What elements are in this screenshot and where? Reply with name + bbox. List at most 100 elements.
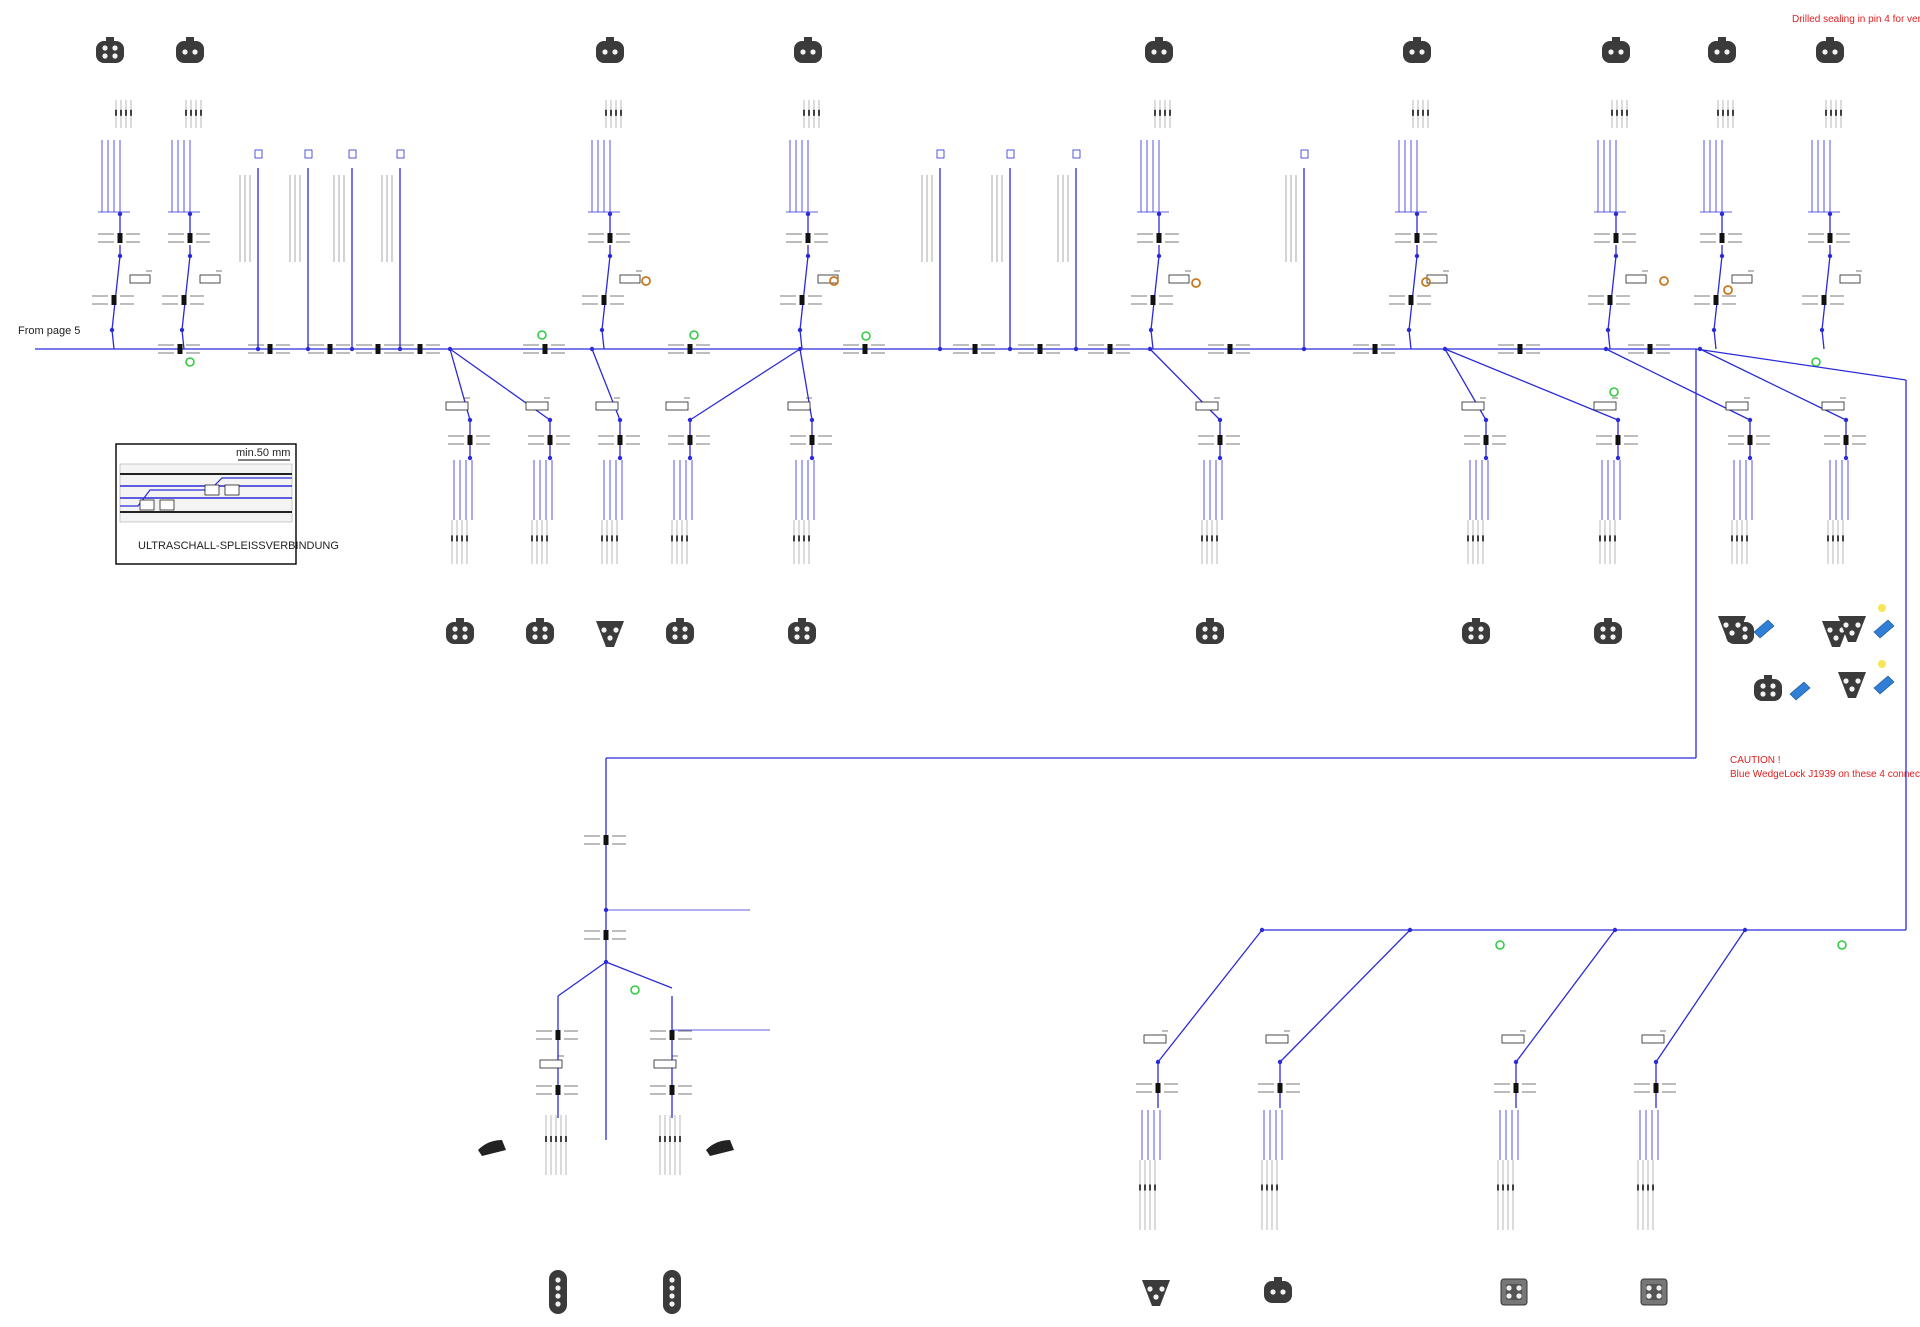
- lower-branch: [591, 348, 640, 564]
- splice-icon: [601, 295, 607, 305]
- connector-pin: [542, 634, 548, 640]
- connector-housing: [596, 41, 624, 63]
- connector-pin: [672, 626, 678, 632]
- wire-node: [805, 211, 811, 217]
- connector-pin: [1714, 49, 1720, 55]
- connector-pin: [462, 634, 468, 640]
- lower-branch: [1605, 348, 1770, 564]
- caution-title: CAUTION !: [1730, 755, 1781, 766]
- connector-pin: [1822, 49, 1828, 55]
- connector-pin: [1735, 622, 1741, 628]
- splice-icon: [1372, 344, 1378, 354]
- wire-node: [809, 455, 815, 461]
- connector-pin: [1147, 1286, 1153, 1292]
- splice-icon: [805, 233, 811, 243]
- connector-icon: [666, 618, 694, 644]
- connector-pin: [810, 49, 816, 55]
- connector-pin: [112, 45, 118, 51]
- connector-pin: [1159, 1286, 1165, 1292]
- right-bus: [605, 348, 1907, 1140]
- connector-latch: [1764, 675, 1772, 680]
- connector-icon: [526, 618, 554, 644]
- splice-icon: [375, 344, 381, 354]
- upper-branch: [582, 100, 642, 350]
- connector-icon: [446, 618, 474, 644]
- wire-node: [937, 346, 943, 352]
- label-box: [199, 274, 221, 284]
- connector-pin: [682, 626, 688, 632]
- label-box: [1426, 274, 1448, 284]
- inset-dimension: min.50 mm: [236, 447, 290, 459]
- label-box: [1461, 401, 1485, 411]
- connector-pin: [1843, 622, 1849, 628]
- ground-marker-icon: [1811, 357, 1821, 367]
- splice-icon: [1607, 295, 1613, 305]
- connector-pin: [1419, 49, 1425, 55]
- upper-branch: [1802, 100, 1862, 350]
- connector-latch: [106, 37, 114, 42]
- wire-node: [397, 346, 403, 352]
- splice-icon: [1150, 295, 1156, 305]
- label-box: [1625, 274, 1647, 284]
- cable-boot-icon: [478, 1140, 506, 1156]
- wire-node: [1156, 211, 1162, 217]
- feeder-tag: [1072, 149, 1081, 159]
- connector-pin: [1516, 1285, 1522, 1291]
- connector-pin: [112, 53, 118, 59]
- connector-pin: [794, 634, 800, 640]
- label-box: [1195, 401, 1219, 411]
- splice-icon: [1277, 1083, 1283, 1093]
- connector-icon: [96, 37, 124, 63]
- wire-segment: [1150, 255, 1160, 331]
- wedgelock-icon: [1873, 619, 1895, 639]
- connector-pin: [192, 49, 198, 55]
- connector-icon: [1718, 616, 1746, 642]
- connector-pin: [1202, 634, 1208, 640]
- ground-marker-icon: [185, 357, 195, 367]
- connector-pin: [1760, 691, 1766, 697]
- connector-pin: [1468, 634, 1474, 640]
- splice-icon: [1821, 295, 1827, 305]
- upper-branch: [92, 100, 152, 350]
- splice-icon: [799, 295, 805, 305]
- splice-icon: [1107, 344, 1113, 354]
- connector-latch: [804, 37, 812, 42]
- annotation-feeder: [1285, 149, 1309, 352]
- lower-branch: [1444, 348, 1638, 564]
- wire-node: [1073, 346, 1079, 352]
- connector-latch: [1612, 37, 1620, 42]
- inset-caption: ULTRASCHALL-SPLEISSVERBINDUNG: [138, 540, 339, 552]
- splice-icon: [111, 295, 117, 305]
- splice-icon: [547, 435, 553, 445]
- wire-segment: [601, 255, 611, 331]
- wire-segment: [1157, 929, 1263, 1063]
- connector-pin: [669, 1293, 675, 1299]
- splice-icon: [117, 233, 123, 243]
- connector-housing: [666, 622, 694, 644]
- connector-pin: [532, 626, 538, 632]
- upper-branch: [1131, 100, 1191, 350]
- connector-housing: [1816, 41, 1844, 63]
- connector-pin: [1516, 1293, 1522, 1299]
- label-box: [619, 274, 641, 284]
- ground-marker-icon: [861, 331, 871, 341]
- label-box: [665, 401, 689, 411]
- wire-segment: [1607, 255, 1617, 331]
- connector-pin: [1770, 683, 1776, 689]
- connector-icon: [1838, 616, 1866, 642]
- connector-pin: [1729, 630, 1735, 636]
- connector-pin: [1212, 634, 1218, 640]
- annotation-feeder: [381, 149, 405, 352]
- splice-icon: [669, 1030, 675, 1040]
- wire-segment: [1444, 348, 1619, 421]
- wedgelock-icon: [1753, 619, 1775, 639]
- connector-pin: [1610, 634, 1616, 640]
- wire-segment: [1821, 255, 1831, 331]
- connector-latch: [536, 618, 544, 623]
- label-box: [817, 274, 839, 284]
- connector-latch: [186, 37, 194, 42]
- splice-icon: [687, 435, 693, 445]
- connector-housing: [794, 41, 822, 63]
- ground-marker-icon: [630, 985, 640, 995]
- shield-marker-icon: [829, 276, 839, 286]
